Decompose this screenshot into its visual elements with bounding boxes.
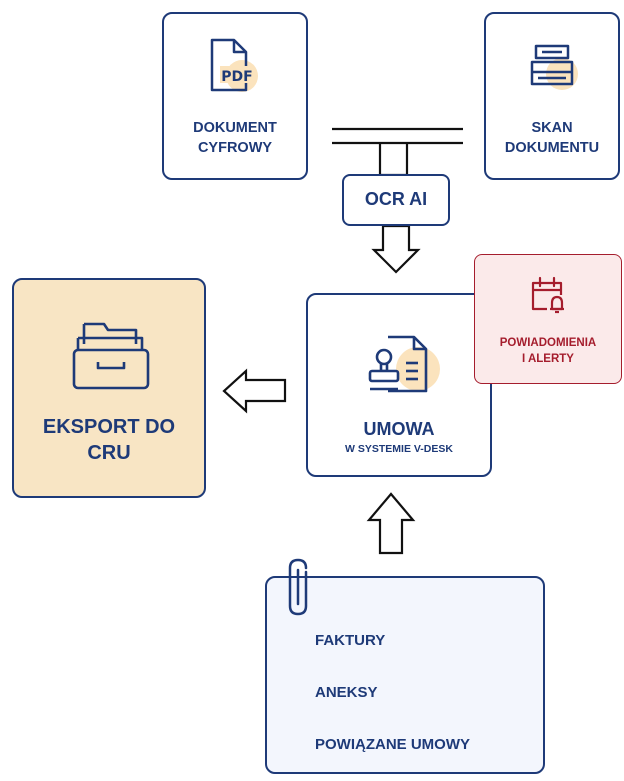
ocr-ai-node: OCR AI (342, 174, 450, 226)
digital-document-label-line2: CYFROWY (197, 140, 273, 156)
pdf-file-icon: PDF (210, 38, 258, 92)
contract-title: UMOWA (363, 419, 435, 439)
contract-node: UMOWA W SYSTEMIE V-DESK (306, 293, 492, 477)
calendar-bell-icon (531, 276, 564, 314)
export-label-line2: CRU (87, 442, 131, 464)
file-drawer-icon (72, 322, 150, 390)
scan-document-node: SKAN DOKUMENTU (484, 12, 620, 180)
alerts-label-line2: I ALERTY (522, 353, 574, 365)
attachments-node: FAKTURY ANEKSY POWIĄZANE UMOWY (265, 576, 545, 774)
attachment-item-annexes: ANEKSY (315, 684, 378, 701)
pdf-icon-text: PDF (221, 69, 252, 85)
alerts-label-line1: POWIADOMIENIA (499, 337, 597, 349)
scanner-icon (530, 44, 578, 90)
contract-subtitle: W SYSTEMIE V-DESK (345, 443, 453, 455)
up-arrow (366, 492, 416, 555)
scan-document-label-line1: SKAN (531, 120, 573, 136)
scan-document-label-line2: DOKUMENTU (504, 140, 600, 156)
attachment-item-related-contracts: POWIĄZANE UMOWY (315, 736, 470, 753)
paperclip-icon (288, 558, 308, 616)
left-arrow (222, 368, 287, 414)
down-arrow (371, 224, 421, 274)
ocr-ai-label: OCR AI (364, 189, 428, 209)
attachment-item-invoices: FAKTURY (315, 632, 386, 649)
digital-document-label-line1: DOKUMENT (193, 120, 277, 136)
contract-stamp-icon (368, 335, 440, 393)
export-label-line1: EKSPORT DO (42, 416, 176, 438)
digital-document-node: PDF DOKUMENT CYFROWY (162, 12, 308, 180)
ocr-stem (378, 143, 409, 177)
alerts-node: POWIADOMIENIA I ALERTY (474, 254, 622, 384)
export-cru-node: EKSPORT DO CRU (12, 278, 206, 498)
